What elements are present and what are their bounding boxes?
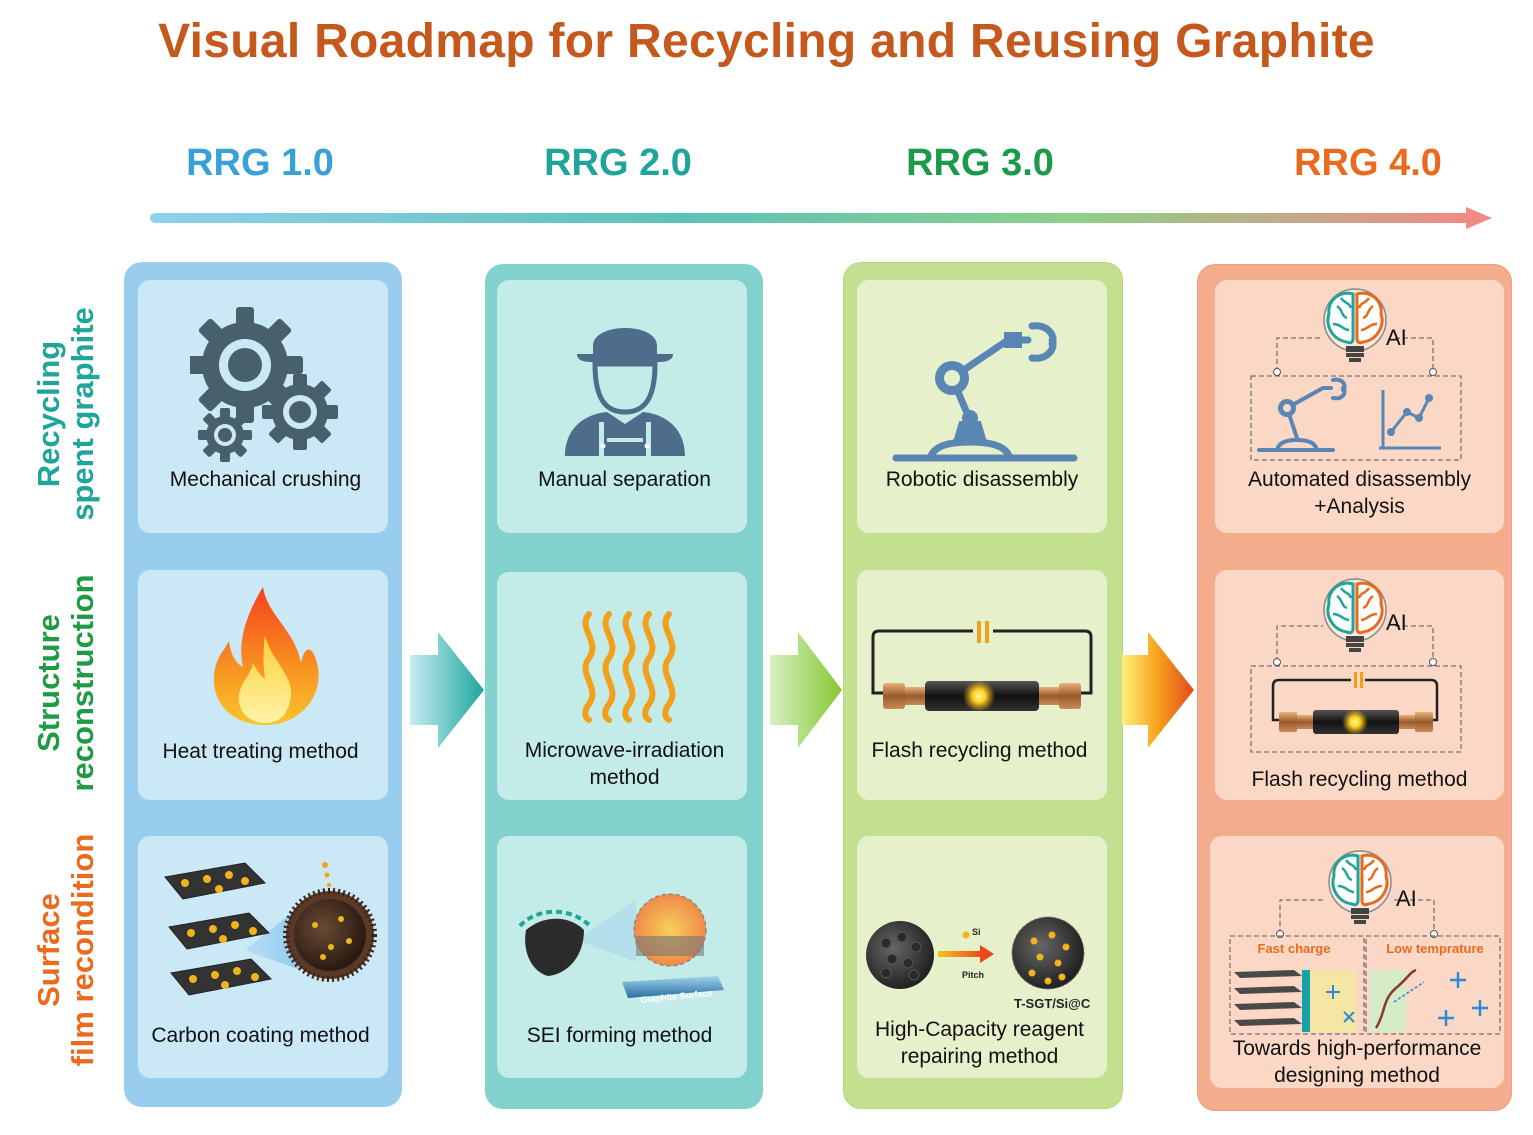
worker-icon <box>565 328 685 456</box>
si-coating-graphic <box>866 916 1085 990</box>
page-title: Visual Roadmap for Recycling and Reusing… <box>158 15 1375 68</box>
ai-label-surface: AI <box>1396 886 1417 911</box>
carbon-coating-graphic <box>164 862 377 996</box>
gears-icon <box>190 307 338 462</box>
transition-arrow-3 <box>1122 632 1194 748</box>
ai-label-recycling: AI <box>1386 325 1407 350</box>
microwave-waves-icon <box>582 611 676 723</box>
caption-sei-forming: SEI forming method <box>526 1024 713 1047</box>
fast-charge-label: Fast charge <box>1257 941 1331 956</box>
caption-heat-treating: Heat treating method <box>162 740 359 763</box>
cell-rrg2-recycling <box>497 280 747 533</box>
caption-flash-recycling-rrg4: Flash recycling method <box>1251 768 1468 791</box>
flame-icon <box>213 587 319 725</box>
generation-label-rrg3: RRG 3.0 <box>906 142 1054 184</box>
caption-flash-recycling-rrg3: Flash recycling method <box>871 739 1088 762</box>
low-temperature-label: Low temprature <box>1386 941 1484 956</box>
sei-forming-graphic <box>518 893 724 998</box>
pitch-label: Pitch <box>962 970 985 980</box>
cell-rrg2-structure <box>497 572 747 800</box>
generation-label-rrg4: RRG 4.0 <box>1294 142 1442 184</box>
caption-carbon-coating: Carbon coating method <box>151 1024 370 1047</box>
transition-arrow-1 <box>410 632 484 748</box>
generation-label-rrg2: RRG 2.0 <box>544 142 692 184</box>
timeline-arrow <box>150 207 1492 229</box>
caption-robotic-disassembly: Robotic disassembly <box>885 468 1079 491</box>
ai-label-structure: AI <box>1386 610 1407 635</box>
caption-manual-separation: Manual separation <box>538 468 711 491</box>
caption-mechanical-crushing: Mechanical crushing <box>169 468 362 491</box>
robot-arm-icon <box>892 322 1078 462</box>
generation-label-rrg1: RRG 1.0 <box>186 142 334 184</box>
product-label: T-SGT/Si@C <box>1014 996 1091 1011</box>
flash-circuit-graphic <box>871 621 1093 712</box>
caption-automated-disassembly: Automated disassembly+Analysis <box>1248 468 1471 518</box>
ai-automated-analysis-graphic <box>1250 287 1462 461</box>
si-label: Si <box>972 927 981 937</box>
ai-flash-recycling-graphic <box>1250 577 1462 753</box>
transition-arrow-2 <box>770 632 842 748</box>
ai-high-performance-design-graphic <box>1229 849 1501 1035</box>
cell-rrg3-recycling <box>857 280 1107 533</box>
